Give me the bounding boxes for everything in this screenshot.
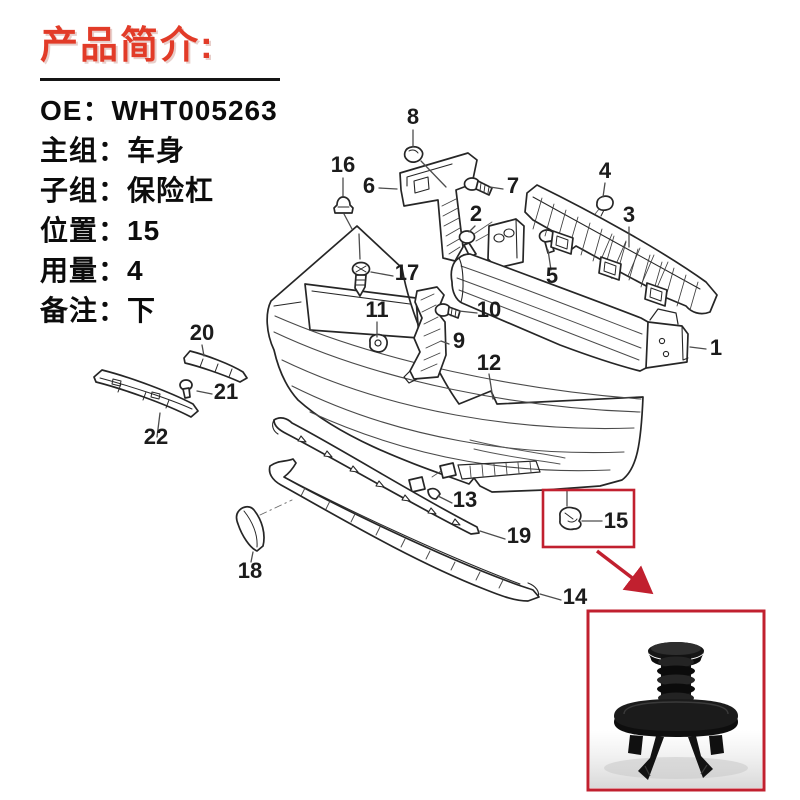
callout-19: 19 (507, 523, 531, 548)
spec-label: 用量： (40, 255, 128, 286)
spec-row-position: 位置：15 (40, 211, 280, 251)
callout-4: 4 (599, 158, 612, 183)
part-screw-21 (179, 379, 193, 399)
spec-row-note: 备注：下 (40, 291, 280, 331)
part-screw-2 (458, 221, 495, 258)
part-nut-11 (369, 333, 388, 353)
clip-photo (586, 609, 766, 792)
part-screw-17 (351, 261, 371, 297)
spec-label: 子组： (40, 175, 128, 206)
info-panel: 产品简介: OE：WHT005263 主组：车身 子组：保险杠 位置：15 用量… (40, 14, 280, 331)
part-end-cap-18 (235, 499, 293, 552)
callout-10: 10 (477, 297, 501, 322)
part-clip-15 (559, 506, 582, 531)
part-beam-1 (450, 253, 689, 372)
spec-row-oe: OE：WHT005263 (40, 91, 280, 131)
part-absorber-3 (524, 184, 718, 315)
spec-value: 车身 (127, 135, 186, 166)
spec-value: 保险杠 (127, 175, 215, 206)
part-trim-20 (183, 350, 248, 383)
spec-label: 位置： (40, 215, 128, 246)
callout-22: 22 (144, 424, 168, 449)
spec-value: WHT005263 (111, 95, 278, 126)
page-title: 产品简介: (40, 25, 215, 67)
part-beam-bracket-left (487, 218, 525, 269)
spec-rows: OE：WHT005263 主组：车身 子组：保险杠 位置：15 用量：4 备注：… (40, 91, 280, 331)
spec-value: 4 (127, 255, 144, 286)
part-15-highlight-box (541, 488, 636, 549)
callout-6: 6 (363, 173, 375, 198)
callout-5: 5 (546, 263, 558, 288)
highlight-arrow (595, 549, 654, 595)
callout-numbers: 1 2 3 4 5 6 7 8 9 10 11 12 13 14 15 16 1… (144, 104, 722, 609)
callout-8: 8 (407, 104, 419, 129)
part-spoiler-14 (268, 458, 540, 602)
callout-20: 20 (190, 320, 214, 345)
part-trim-strip-19 (272, 417, 480, 535)
spec-row-maingroup: 主组：车身 (40, 131, 280, 171)
callout-15: 15 (604, 508, 628, 533)
callout-7: 7 (507, 173, 519, 198)
callout-18: 18 (238, 558, 262, 583)
spec-label: 备注： (40, 295, 128, 326)
callout-2: 2 (470, 201, 482, 226)
callout-21: 21 (214, 379, 238, 404)
spec-label: 主组： (40, 135, 128, 166)
callout-11: 11 (365, 297, 388, 322)
callout-1: 1 (710, 335, 722, 360)
spec-value: 下 (127, 295, 157, 326)
callout-13: 13 (453, 487, 477, 512)
spec-row-quantity: 用量：4 (40, 251, 280, 291)
callout-16: 16 (331, 152, 355, 177)
callout-3: 3 (623, 202, 635, 227)
part-screw-7 (463, 177, 493, 196)
callout-12: 12 (477, 350, 501, 375)
part-clip-8 (403, 146, 424, 163)
callout-14: 14 (563, 584, 588, 609)
spec-value: 15 (127, 215, 161, 246)
part-grommet-16 (333, 196, 354, 214)
leader-lines (156, 129, 707, 601)
title-underline (40, 78, 280, 81)
part-screw-10 (434, 303, 461, 319)
part-trim-22 (93, 369, 199, 418)
part-side-bracket-6 (399, 152, 478, 262)
callout-17: 17 (395, 260, 419, 285)
spec-row-subgroup: 子组：保险杠 (40, 171, 280, 211)
callout-9: 9 (453, 328, 465, 353)
spec-label: OE： (40, 95, 112, 126)
